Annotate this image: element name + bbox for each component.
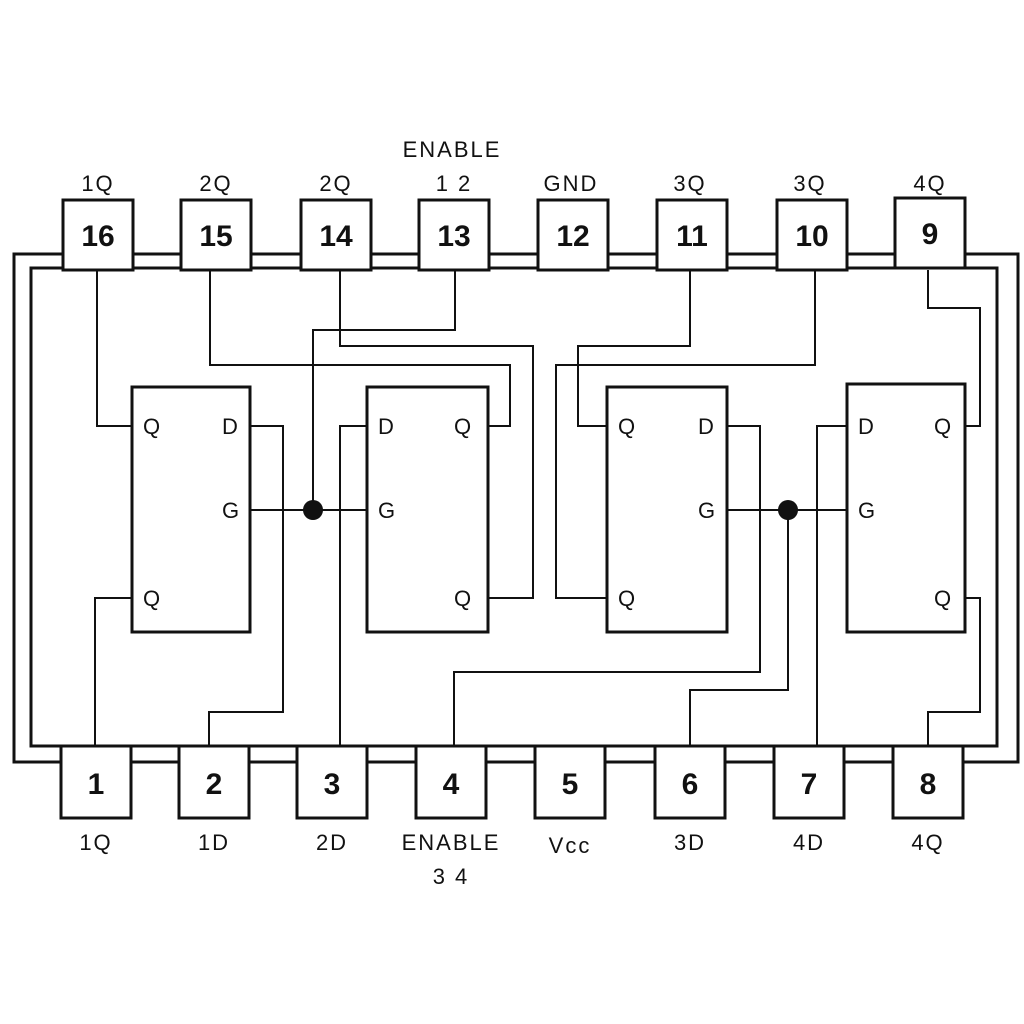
latch-3: Q D G Q — [605, 385, 729, 634]
pin-14-label: 2Q — [319, 171, 352, 196]
latch-3-port-q-bottom: Q — [618, 586, 635, 611]
pin-12-label: GND — [544, 171, 599, 196]
pin-6-label: 3D — [674, 830, 706, 855]
latch-1-port-d: D — [222, 414, 238, 439]
pin-9-label: 4Q — [913, 171, 946, 196]
latch-3-port-q-top: Q — [618, 414, 635, 439]
pin-7-label: 4D — [793, 830, 825, 855]
pin-12-number: 12 — [556, 220, 589, 253]
pin-12-box — [536, 198, 610, 272]
pin-15-box — [179, 198, 253, 272]
pin-5-number: 5 — [562, 768, 579, 801]
pin-15-number: 15 — [199, 220, 232, 253]
latch-2-box — [365, 385, 490, 634]
pin-3-box — [295, 744, 369, 820]
latch-4-port-g: G — [858, 498, 875, 523]
pin-8-box — [891, 744, 965, 820]
pin-11-box — [655, 198, 729, 272]
pin-5-label: Vcc — [549, 833, 592, 858]
latch-2: D Q G Q — [365, 385, 490, 634]
pin-7-box — [772, 744, 846, 820]
pin-14-box — [299, 198, 373, 272]
pin-4-number: 4 — [443, 768, 460, 801]
pin-4-box — [414, 744, 488, 820]
pin-2-label: 1D — [198, 830, 230, 855]
pin-7-number: 7 — [801, 768, 818, 801]
pin-16-box — [61, 198, 135, 272]
pin-5-box — [533, 744, 607, 820]
pin-13-enable-label: ENABLE — [403, 137, 502, 162]
pin-11-number: 11 — [676, 220, 708, 253]
pin-1-number: 1 — [88, 768, 105, 801]
pin-13-label: 1 2 — [436, 171, 473, 196]
pin-3-number: 3 — [324, 768, 341, 801]
pin-3-label: 2D — [316, 830, 348, 855]
pin-2-number: 2 — [206, 768, 223, 801]
latch-2-port-q-top: Q — [454, 414, 471, 439]
pin-6-number: 6 — [682, 768, 699, 801]
latch-3-box — [605, 385, 729, 634]
pin-11-label: 3Q — [673, 171, 706, 196]
latch-1-port-q-bottom: Q — [143, 586, 160, 611]
pin-1-label: 1Q — [79, 830, 112, 855]
latch-2-port-g: G — [378, 498, 395, 523]
pin-4-enable-sub-label: 3 4 — [433, 864, 470, 889]
internal-wiring — [94, 270, 981, 746]
latch-2-port-d: D — [378, 414, 394, 439]
pin-10-number: 10 — [795, 220, 828, 253]
package-inner-outline — [29, 266, 999, 748]
latch-2-port-q-bottom: Q — [454, 586, 471, 611]
junction-dot-enable-12 — [303, 500, 323, 520]
latch-3-port-g: G — [698, 498, 715, 523]
pin-2-box — [177, 744, 251, 820]
pin-14-number: 14 — [319, 220, 353, 253]
pin-10-box — [775, 198, 849, 272]
latch-1-box — [130, 385, 252, 634]
latch-3-port-d: D — [698, 414, 714, 439]
junction-dot-enable-34 — [778, 500, 798, 520]
pin-1-box — [59, 744, 133, 820]
latch-4-port-q-bottom: Q — [934, 586, 951, 611]
pin-8-label: 4Q — [911, 830, 944, 855]
pin-13-number: 13 — [437, 220, 470, 253]
bottom-pin-row: 1 1Q 2 1D 3 2D 4 ENABLE 3 4 5 Vcc 6 3D 7… — [59, 744, 965, 889]
latch-4-port-d: D — [858, 414, 874, 439]
latch-1-port-g: G — [222, 498, 239, 523]
pin-16-label: 1Q — [81, 171, 114, 196]
pin-8-number: 8 — [920, 768, 937, 801]
pin-9-number: 9 — [922, 218, 939, 251]
latch-4: D Q G Q — [845, 382, 967, 634]
latch-1-port-q-top: Q — [143, 414, 160, 439]
pin-13-box — [417, 198, 491, 272]
package-outer-outline — [12, 252, 1020, 764]
pin-16-number: 16 — [81, 220, 114, 253]
pin-4-label: ENABLE — [402, 830, 501, 855]
pin-15-label: 2Q — [199, 171, 232, 196]
latch-1: Q D G Q — [130, 385, 252, 634]
latch-4-box — [845, 382, 967, 634]
pin-10-label: 3Q — [793, 171, 826, 196]
pin-6-box — [653, 744, 727, 820]
latch-4-port-q-top: Q — [934, 414, 951, 439]
top-pin-row: 16 1Q 15 2Q 14 2Q 13 1 2 ENABLE 12 GND 1… — [61, 137, 967, 272]
pin-9-box — [893, 196, 967, 270]
